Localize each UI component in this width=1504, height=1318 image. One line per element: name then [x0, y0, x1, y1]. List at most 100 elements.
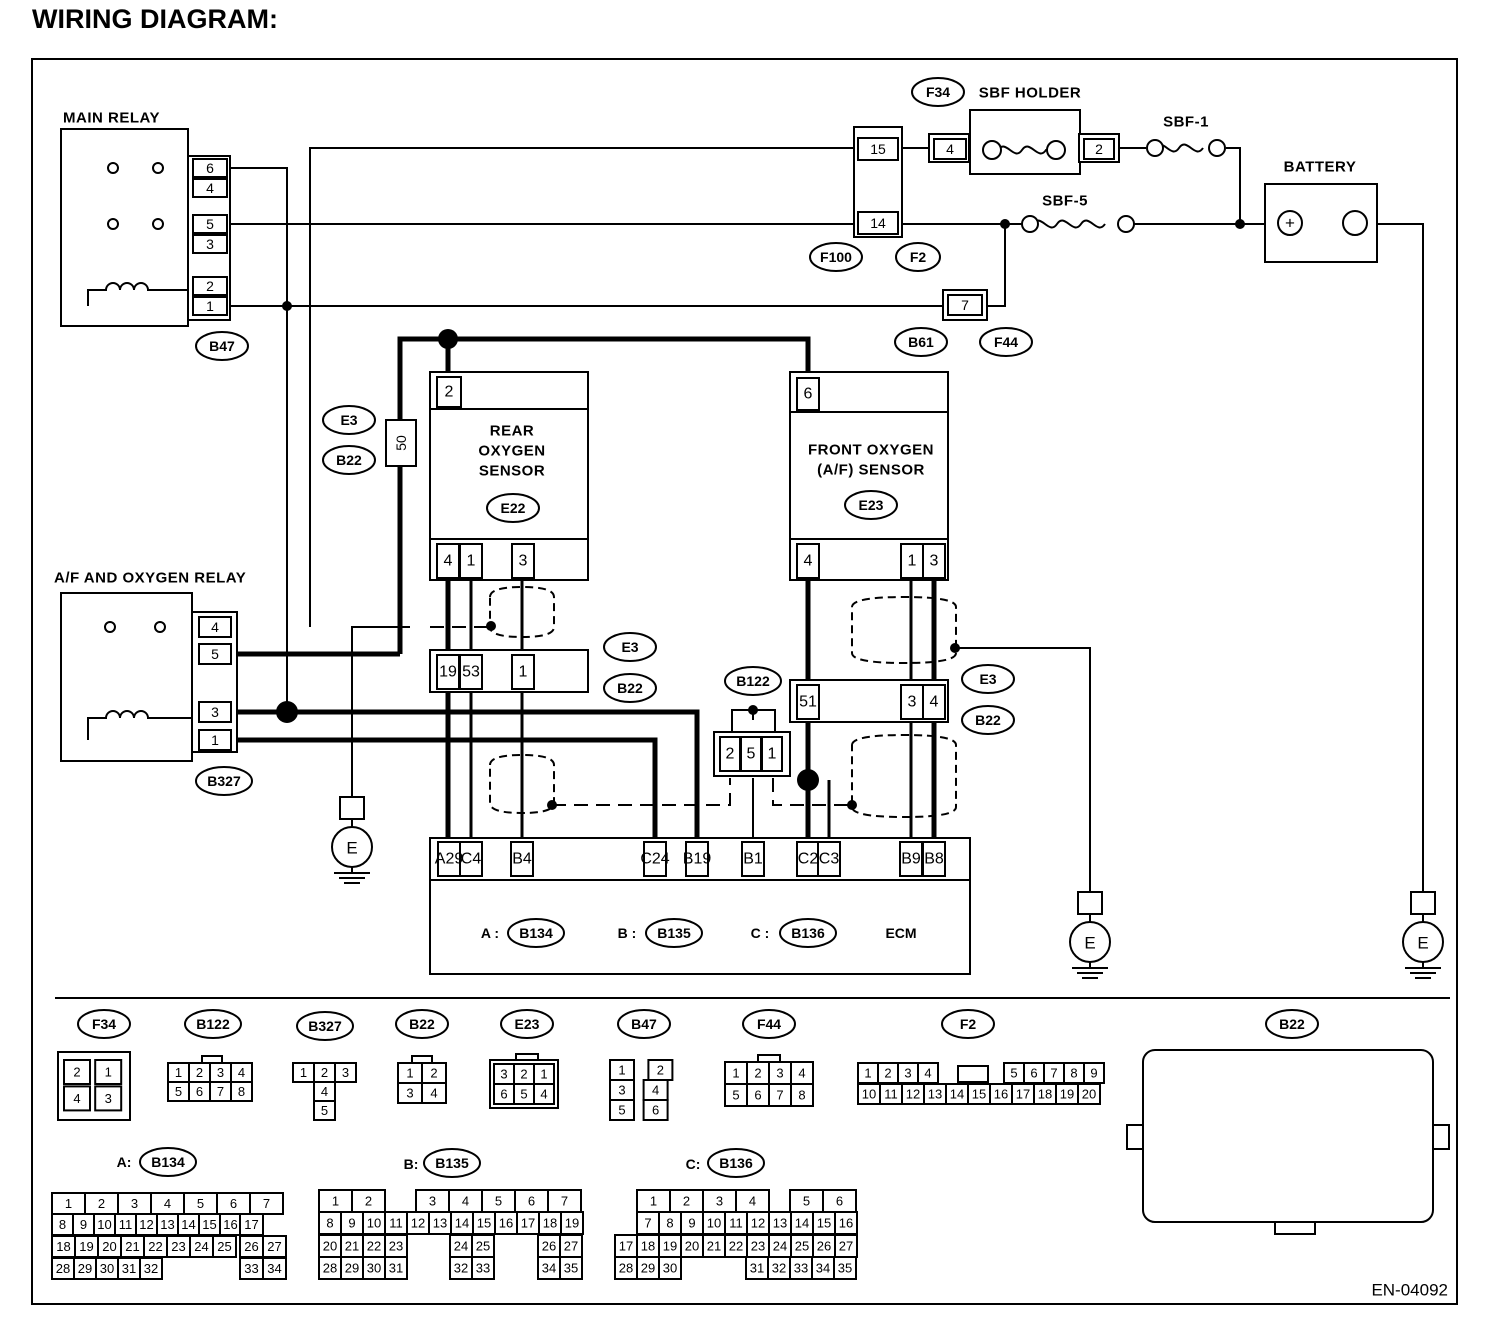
- legend-b136-pin: 26: [817, 1239, 831, 1254]
- battery-positive-icon: [1277, 210, 1303, 236]
- legend-b47-pin: 3: [618, 1083, 625, 1098]
- legend-tag-b136-outline: [707, 1148, 765, 1178]
- legend-f34-pin: 1: [105, 1065, 112, 1080]
- legend-b327-pin: 5: [321, 1103, 328, 1118]
- legend-b136-pin: 34: [816, 1261, 830, 1276]
- legend-b134-pin: 32: [144, 1261, 158, 1276]
- legend-b136-pin: 4: [749, 1194, 756, 1209]
- sbf-holder-pin-cell: [1083, 138, 1115, 160]
- ground-e-icon-label: E: [1417, 934, 1428, 953]
- legend-b134-pin: 25: [217, 1239, 231, 1254]
- front-mid-pin: 4: [930, 694, 939, 711]
- connector-tag-b22: B22: [975, 712, 1001, 728]
- e3-mid-pin: 1: [519, 664, 528, 681]
- b122-pin: 1: [768, 746, 777, 763]
- fuse-sbf5-icon: [1032, 219, 1106, 229]
- legend-b135-pin: 22: [367, 1239, 381, 1254]
- relay-coil-icon: [87, 282, 188, 306]
- e3-50-connector: [385, 419, 417, 467]
- connector-tag-f100: F100: [820, 249, 852, 265]
- rear-sensor-bottom-pin: 3: [519, 553, 528, 570]
- ecm-pin: A29: [435, 851, 464, 868]
- f2-pin-cell: [857, 211, 899, 235]
- connector-tag-f100-outline: [809, 242, 863, 272]
- legend-f2-pin: 16: [994, 1087, 1008, 1102]
- legend-tag-b327-outline: [296, 1011, 354, 1041]
- legend-b122-pin: 4: [238, 1065, 245, 1080]
- ecm-pin: C24: [640, 851, 669, 868]
- legend-b136-pin: 1: [650, 1194, 657, 1209]
- legend-b135-pin: 1: [332, 1194, 339, 1209]
- legend-f2-pin: 12: [906, 1087, 920, 1102]
- legend-b136-pin: 25: [795, 1239, 809, 1254]
- wire-mainrelay-1-to-b61: [225, 224, 1006, 307]
- legend-f2-pin: 7: [1050, 1066, 1057, 1081]
- legend-tag-b134-outline: [139, 1147, 197, 1177]
- connector-tag-b22: B22: [617, 680, 643, 696]
- legend-b134-pin: 5: [197, 1196, 204, 1211]
- fuse-terminal: [982, 140, 1002, 160]
- legend-b135-pin: 35: [564, 1261, 578, 1276]
- legend-b136-pin: 21: [707, 1239, 721, 1254]
- ecm-b-label: B :: [618, 925, 637, 941]
- wire-sbf1-to-battery: [1226, 147, 1241, 224]
- legend-b22-pin: 3: [406, 1086, 413, 1101]
- legend-f2-pin: 2: [884, 1066, 891, 1081]
- ecm-pin: B19: [683, 851, 712, 868]
- legend-f44-pin: 8: [798, 1088, 805, 1103]
- legend-b136-pin: 23: [751, 1239, 765, 1254]
- af-relay-pin-cell: [198, 643, 232, 665]
- front-sensor-top-pin: 6: [804, 386, 813, 403]
- legend-e23-pin: 1: [540, 1067, 547, 1082]
- junction-dot: [276, 701, 298, 723]
- relay-contact-point: [107, 162, 119, 174]
- ecm-pin: B8: [924, 851, 944, 868]
- legend-b136-pin: 18: [641, 1239, 655, 1254]
- front-sensor-bottom-pin: 3: [930, 553, 939, 570]
- front-sensor-top-pin-cell: [796, 377, 820, 411]
- shield-rear-upper: [489, 585, 555, 639]
- wire-relay-1-to-c24: [237, 737, 658, 840]
- legend-b135-pin: 11: [389, 1216, 403, 1231]
- af-relay-pin-cell: [198, 616, 232, 638]
- connector-tag-f44: F44: [994, 334, 1018, 350]
- junction-dot: [847, 800, 857, 810]
- front-mid-pin: 3: [908, 694, 917, 711]
- wire-relay-3-to-b19: [237, 709, 700, 840]
- legend-f2-pin: 19: [1060, 1087, 1074, 1102]
- legend-b327-pin: 4: [321, 1084, 328, 1099]
- legend-b122-pin: 8: [238, 1084, 245, 1099]
- legend-b136-pin: 15: [817, 1216, 831, 1231]
- main-relay-pin-cell: [192, 214, 228, 234]
- legend-f2-pin: 13: [928, 1087, 942, 1102]
- connector-tag-f44-outline: [979, 327, 1033, 357]
- legend-tag-f2-outline: [941, 1009, 995, 1039]
- main-relay-pin: 2: [206, 278, 214, 294]
- legend-f2-pin: 4: [924, 1066, 931, 1081]
- diagram-frame: [31, 58, 1458, 1305]
- legend-b135-pin: 30: [367, 1261, 381, 1276]
- sbf5-label: SBF-5: [1042, 193, 1088, 210]
- connector-tag-b22-outline: [322, 445, 376, 475]
- legend-b22-pin: 2: [430, 1066, 437, 1081]
- legend-tag-b136: B136: [719, 1155, 753, 1171]
- legend-b135-pin: 23: [389, 1239, 403, 1254]
- af-relay-box: [60, 592, 193, 762]
- legend-b134-pin-cell: [212, 1235, 237, 1258]
- b61-pin: 7: [961, 297, 969, 313]
- legend-b136-pin: 5: [803, 1194, 810, 1209]
- legend-b134-pin: 31: [122, 1261, 136, 1276]
- rear-o2-sensor-label: REAR: [490, 423, 535, 440]
- legend-f34-pin-cell: [94, 1059, 123, 1085]
- sbf-holder-label: SBF HOLDER: [979, 85, 1082, 102]
- legend-b134-pin-cell: [249, 1192, 284, 1215]
- ecm-pin-cell: [741, 841, 765, 877]
- legend-b135-pin: 13: [433, 1216, 447, 1231]
- legend-f44-pin: 2: [754, 1066, 761, 1081]
- legend-b135-pin: 5: [495, 1194, 502, 1209]
- legend-f2-pin: 18: [1038, 1087, 1052, 1102]
- legend-b47-pin-cell: [609, 1099, 635, 1121]
- legend-b134-pin: 19: [79, 1239, 93, 1254]
- e3-mid-pin-cell: [511, 654, 535, 690]
- front-sensor-bottom-pin: 4: [804, 553, 813, 570]
